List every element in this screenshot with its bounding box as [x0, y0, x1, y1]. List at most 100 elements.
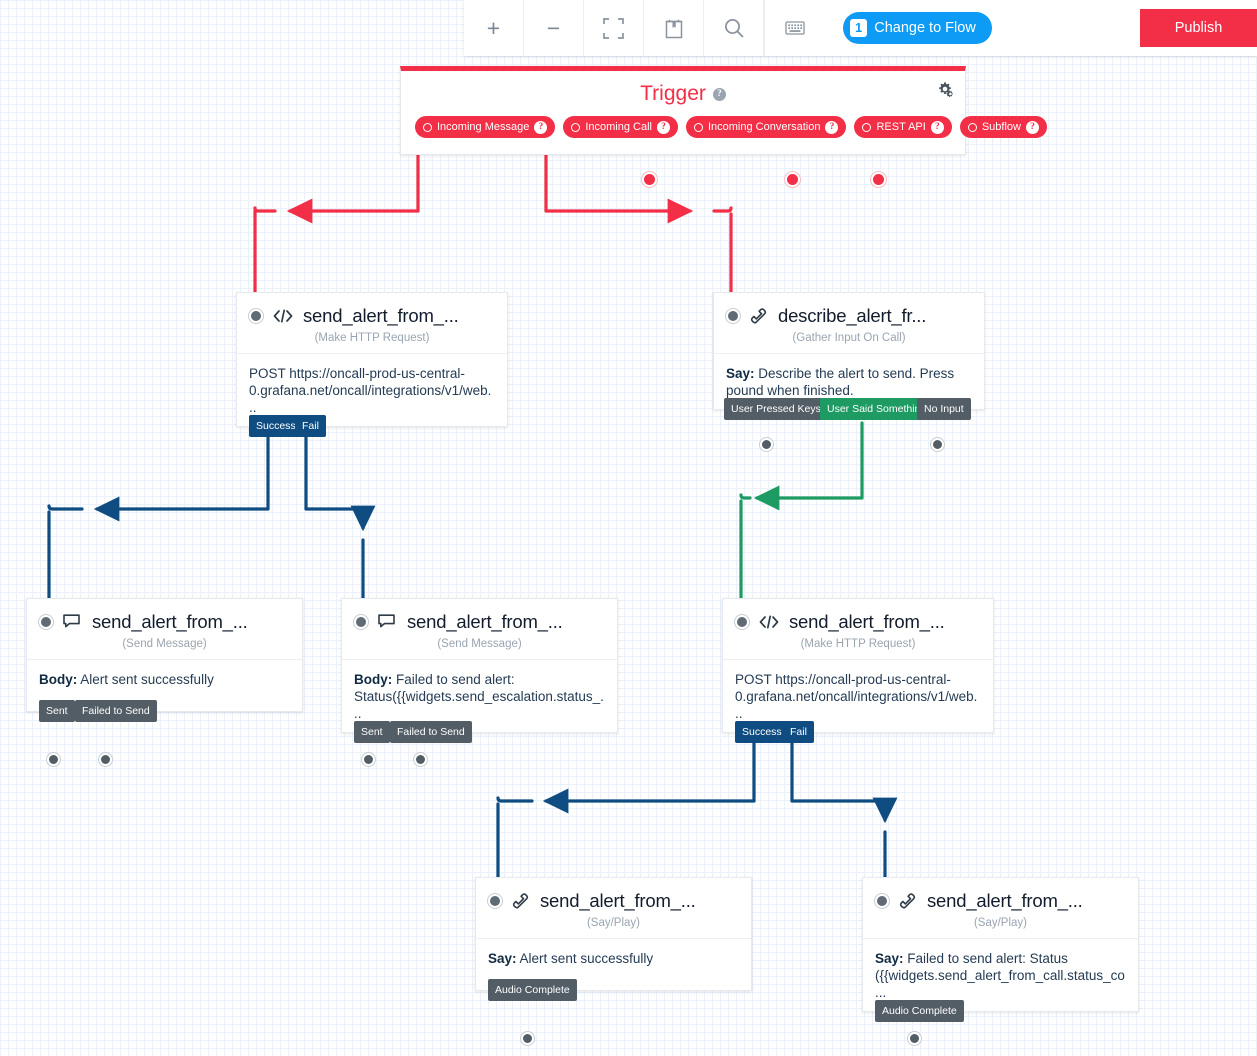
port-sent[interactable]: Sent	[354, 721, 390, 743]
widget-header: describe_alert_fr...	[714, 293, 984, 327]
widget-name: send_alert_from_...	[92, 611, 248, 632]
widget-name: send_alert_from_...	[540, 890, 696, 911]
search-icon	[724, 19, 744, 38]
port-user-pressed-keys[interactable]: User Pressed Keys	[724, 398, 828, 420]
widget-input-dot[interactable]	[487, 893, 503, 909]
change-to-flow-button[interactable]: 1 Change to Flow	[843, 12, 992, 44]
widget-say-play-success[interactable]: send_alert_from_... (Say/Play) Say: Aler…	[475, 877, 752, 1001]
help-icon[interactable]: ?	[930, 120, 944, 134]
widget-input-dot[interactable]	[874, 893, 890, 909]
trigger-widget[interactable]: Trigger ? Incoming Message ? Incoming Ca…	[400, 66, 1047, 155]
zoom-in-button[interactable]: +	[464, 0, 524, 56]
port-fail[interactable]: Fail	[295, 415, 326, 437]
widget-send-alert-http-call[interactable]: send_alert_from_... (Make HTTP Request) …	[722, 598, 994, 743]
port-user-said-something[interactable]: User Said Something	[820, 398, 934, 420]
widget-name: describe_alert_fr...	[778, 305, 927, 326]
trigger-output-dot-subflow[interactable]	[870, 171, 887, 188]
help-icon[interactable]: ?	[825, 120, 839, 134]
widget-input-dot[interactable]	[38, 614, 54, 630]
pill-label: Incoming Message	[437, 121, 530, 133]
gear-icon[interactable]	[937, 81, 955, 99]
widget-input-dot[interactable]	[734, 614, 750, 630]
widget-body-label: Body:	[354, 672, 393, 687]
pill-label: Subflow	[981, 121, 1021, 133]
port-dot-failed-to-send[interactable]	[98, 752, 113, 767]
widget-body-label: Say:	[875, 951, 904, 966]
widget-name: send_alert_from_...	[927, 890, 1083, 911]
trigger-output-dot-rest-api[interactable]	[784, 171, 801, 188]
widget-name: send_alert_from_...	[789, 611, 945, 632]
help-icon[interactable]: ?	[534, 120, 548, 134]
trigger-pill-rest-api[interactable]: REST API ?	[854, 116, 952, 138]
minus-icon: −	[546, 14, 561, 41]
fit-screen-button[interactable]	[584, 0, 644, 56]
trigger-pill-incoming-conversation[interactable]: Incoming Conversation ?	[685, 116, 847, 138]
change-count-badge: 1	[850, 18, 868, 38]
widget-describe-alert-gather[interactable]: describe_alert_fr... (Gather Input On Ca…	[713, 292, 985, 420]
widget-body-text: POST https://oncall-prod-us-central-0.gr…	[249, 366, 492, 415]
pill-label: Incoming Call	[585, 121, 652, 133]
code-icon	[272, 308, 294, 324]
keyboard-shortcuts-button[interactable]	[765, 0, 825, 56]
chat-icon	[62, 613, 83, 631]
widget-body-text: Failed to send alert: Status ({{widgets.…	[875, 951, 1125, 1000]
search-button[interactable]	[704, 0, 764, 56]
library-button[interactable]	[644, 0, 704, 56]
port-dot-no-input[interactable]	[930, 437, 945, 452]
help-icon[interactable]: ?	[656, 120, 670, 134]
fit-screen-icon	[603, 17, 624, 39]
port-dot-sent[interactable]	[361, 752, 376, 767]
trigger-pill-incoming-message[interactable]: Incoming Message ?	[415, 116, 556, 138]
widget-say-play-fail[interactable]: send_alert_from_... (Say/Play) Say: Fail…	[862, 877, 1139, 1022]
top-toolbar: + −	[464, 0, 1257, 56]
widget-type: (Say/Play)	[973, 917, 1028, 929]
widget-type: (Make HTTP Request)	[800, 638, 916, 650]
widget-body: Say: Failed to send alert: Status ({{wid…	[863, 938, 1138, 1011]
phone-icon	[749, 307, 769, 325]
port-dot-audio-complete[interactable]	[520, 1031, 535, 1046]
port-fail[interactable]: Fail	[783, 721, 814, 743]
help-icon[interactable]: ?	[1025, 120, 1039, 134]
port-no-input[interactable]: No Input	[917, 398, 971, 420]
widget-send-message-fail[interactable]: send_alert_from_... (Send Message) Body:…	[341, 598, 618, 743]
port-audio-complete[interactable]: Audio Complete	[488, 979, 577, 1001]
pill-label: Incoming Conversation	[707, 121, 821, 133]
plus-icon: +	[486, 14, 501, 41]
port-failed-to-send[interactable]: Failed to Send	[75, 700, 157, 722]
widget-input-dot[interactable]	[248, 308, 264, 324]
port-dot-failed-to-send[interactable]	[413, 752, 428, 767]
widget-header: send_alert_from_...	[476, 878, 751, 912]
widget-input-dot[interactable]	[353, 614, 369, 630]
trigger-pill-incoming-call[interactable]: Incoming Call ?	[563, 116, 678, 138]
port-failed-to-send[interactable]: Failed to Send	[390, 721, 472, 743]
trigger-output-dot-incoming-conversation[interactable]	[641, 171, 658, 188]
widget-input-dot[interactable]	[725, 308, 741, 324]
port-circle-icon	[693, 122, 703, 132]
port-circle-icon	[862, 122, 872, 132]
widget-body: Body: Failed to send alert: Status({{wid…	[342, 659, 617, 732]
widget-send-message-success[interactable]: send_alert_from_... (Send Message) Body:…	[26, 598, 303, 722]
port-dot-sent[interactable]	[46, 752, 61, 767]
widget-body: Say: Describe the alert to send. Press p…	[714, 353, 984, 409]
port-sent[interactable]: Sent	[39, 700, 75, 722]
widget-header: send_alert_from_...	[237, 293, 507, 327]
trigger-title: Trigger ?	[401, 71, 965, 116]
toolbar-divider	[764, 0, 765, 56]
port-circle-icon	[571, 122, 581, 132]
phone-icon	[511, 892, 531, 910]
publish-button[interactable]: Publish	[1140, 9, 1257, 47]
widget-body-text: Alert sent successfully	[519, 951, 654, 966]
port-success[interactable]: Success	[249, 415, 303, 437]
pill-label: REST API	[876, 121, 926, 133]
widget-header: send_alert_from_...	[863, 878, 1138, 912]
zoom-out-button[interactable]: −	[524, 0, 584, 56]
widget-body-text: Failed to send alert: Status({{widgets.s…	[354, 672, 604, 721]
port-success[interactable]: Success	[735, 721, 789, 743]
port-audio-complete[interactable]: Audio Complete	[875, 1000, 964, 1022]
trigger-pill-subflow[interactable]: Subflow ?	[959, 116, 1047, 138]
widget-send-alert-http-message[interactable]: send_alert_from_... (Make HTTP Request) …	[236, 292, 508, 437]
port-dot-user-pressed-keys[interactable]	[759, 437, 774, 452]
trigger-title-text: Trigger	[640, 82, 706, 105]
port-dot-audio-complete[interactable]	[907, 1031, 922, 1046]
trigger-help-icon[interactable]: ?	[712, 87, 726, 101]
